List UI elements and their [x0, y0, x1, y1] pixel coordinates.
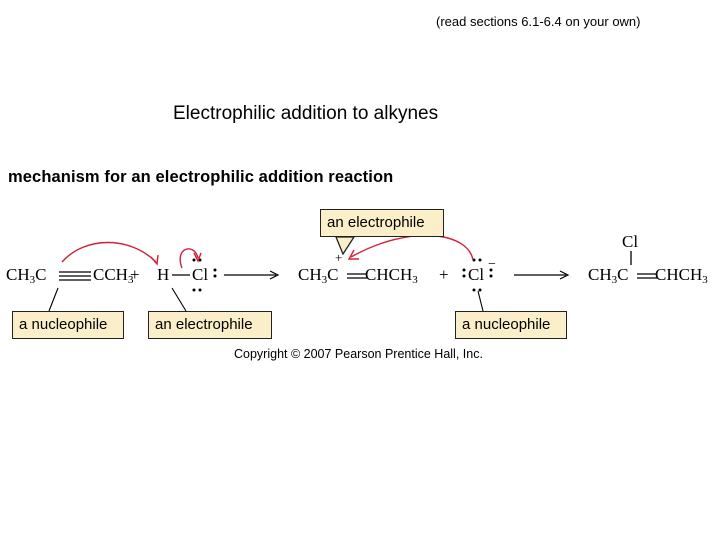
- alkyne-right: CCH3: [93, 265, 134, 286]
- product-cl: Cl: [622, 232, 639, 251]
- chloride-cl: Cl: [468, 265, 485, 284]
- curved-arrow-cl-to-c: [350, 234, 474, 261]
- mechanism-heading: mechanism for an electrophilic addition …: [8, 168, 394, 186]
- cation-ch: CH: [298, 265, 322, 284]
- cation-right: CHCH3: [365, 265, 418, 286]
- curved-arrow-pi-to-h: [61, 241, 157, 263]
- hcl-h: H: [157, 265, 170, 284]
- alkyne-cch: CCH: [93, 265, 128, 284]
- curved-arrow-bond-to-cl: [179, 248, 199, 269]
- triple-bond: [59, 271, 91, 281]
- curved-arrow-pi-to-h-head: [150, 254, 159, 266]
- product-ch: CH: [588, 265, 612, 284]
- product-left: CH3C: [588, 265, 629, 286]
- double-bond-2: [637, 273, 657, 279]
- plus-sign: +: [130, 265, 140, 284]
- chloride-lone-pairs: [462, 258, 493, 292]
- chloride-charge: −: [488, 257, 496, 272]
- chlorine-lone-pairs: [192, 258, 217, 292]
- cation-ch-sub: 3: [321, 274, 328, 286]
- alkyne-ch: CH: [6, 265, 30, 284]
- cation-c: C: [327, 265, 339, 284]
- slide-title: Electrophilic addition to alkynes: [173, 103, 439, 124]
- pointer-electrophile-1: [171, 287, 187, 312]
- h-cl-bond: [172, 274, 190, 276]
- reaction-arrow-1: [224, 270, 280, 280]
- curved-arrow-bond-to-cl-head: [193, 252, 202, 263]
- hcl-cl: Cl: [192, 265, 209, 284]
- label-nucleophile-2: a nucleophile: [455, 311, 567, 339]
- product-chch: CHCH: [655, 265, 703, 284]
- cation-chch: CHCH: [365, 265, 413, 284]
- product-c: C: [617, 265, 629, 284]
- pointer-nucleophile-2: [477, 290, 484, 312]
- pointer-electrophile-2: [335, 236, 356, 256]
- alkyne-formula: CH3C: [6, 265, 47, 286]
- product-chch-sub: 3: [702, 274, 708, 286]
- cation-left: CH3C: [298, 265, 339, 286]
- alkyne-c: C: [35, 265, 47, 284]
- label-nucleophile-1: a nucleophile: [12, 311, 124, 339]
- plus-sign-2: +: [439, 265, 449, 284]
- pointer-nucleophile-1: [48, 287, 59, 312]
- curved-arrow-cl-to-c-head: [347, 249, 359, 260]
- label-electrophile-1: an electrophile: [148, 311, 272, 339]
- copyright-notice: Copyright © 2007 Pearson Prentice Hall, …: [234, 347, 483, 361]
- double-bond-1: [347, 273, 367, 279]
- alkyne-ch-sub: 3: [29, 274, 36, 286]
- product-c-cl-bond: [630, 251, 632, 265]
- reading-note: (read sections 6.1-6.4 on your own): [436, 14, 641, 29]
- reaction-arrow-2: [514, 270, 570, 280]
- product-right: CHCH3: [655, 265, 708, 286]
- product-ch-sub: 3: [611, 274, 618, 286]
- cation-chch-sub: 3: [412, 274, 418, 286]
- alkyne-cch-sub: 3: [127, 274, 134, 286]
- label-electrophile-2: an electrophile: [320, 209, 444, 237]
- cation-charge: +: [335, 250, 343, 265]
